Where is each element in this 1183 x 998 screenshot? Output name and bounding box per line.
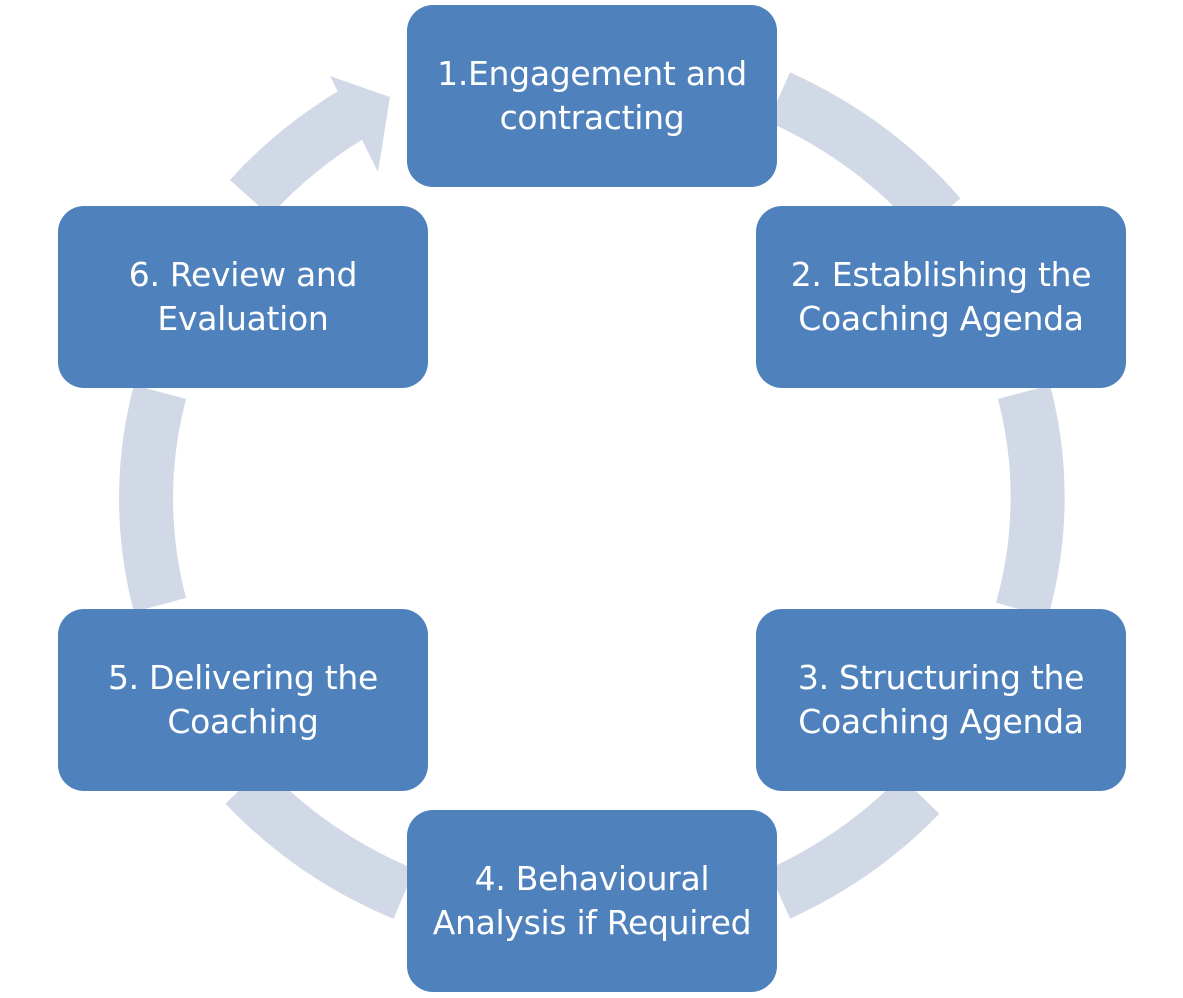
connector-arc-2-to-3: [995, 385, 1065, 618]
cycle-step-5: 5. Delivering the Coaching: [58, 609, 428, 791]
cycle-step-2: 2. Establishing the Coaching Agenda: [756, 206, 1126, 388]
connector-arc-6-to-1: [230, 89, 369, 217]
cycle-step-6: 6. Review and Evaluation: [58, 206, 428, 388]
cycle-step-3: 3. Structuring the Coaching Agenda: [756, 609, 1126, 791]
cycle-step-1: 1.Engagement and contracting: [407, 5, 777, 187]
cycle-step-4: 4. Behavioural Analysis if Required: [407, 810, 777, 992]
connector-arc-4-to-5: [225, 766, 415, 919]
connector-arc-3-to-4: [767, 775, 940, 919]
connector-arc-1-to-2: [767, 72, 961, 234]
connector-arc-5-to-6: [119, 385, 187, 612]
cycle-arrowhead: [330, 76, 390, 172]
